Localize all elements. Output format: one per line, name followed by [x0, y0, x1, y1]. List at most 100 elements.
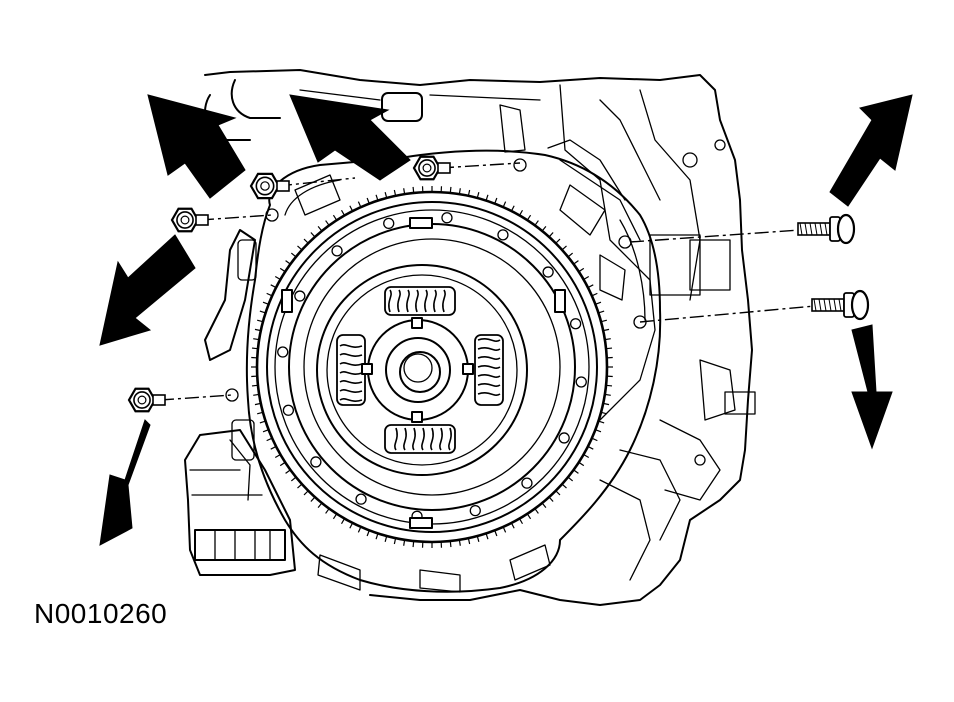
flywheel-hole	[558, 432, 570, 444]
gear-tooth	[518, 209, 524, 216]
gear-tooth	[340, 518, 346, 525]
gear-tooth	[253, 338, 260, 341]
gear-tooth	[285, 469, 291, 474]
gear-tooth	[357, 526, 362, 533]
gear-tooth	[297, 245, 303, 251]
gear-tooth	[467, 538, 471, 545]
gear-tooth	[257, 411, 264, 415]
gear-tooth	[262, 429, 269, 433]
gear-tooth	[325, 508, 330, 514]
gear-tooth	[598, 310, 605, 314]
gear-tooth	[476, 192, 480, 199]
gear-tooth	[555, 490, 561, 496]
gear-tooth	[605, 347, 613, 350]
flywheel-hole	[521, 477, 533, 489]
gear-tooth	[449, 540, 452, 548]
gear-tooth	[375, 533, 379, 540]
callout-arrows	[99, 94, 913, 546]
gear-tooth	[310, 232, 316, 238]
clutch-assembly	[281, 217, 576, 529]
gear-tooth	[285, 260, 291, 265]
bolt-centerlines	[159, 162, 816, 401]
gear-tooth	[510, 205, 515, 212]
gear-tooth	[578, 267, 585, 273]
bolt-lower-left	[127, 387, 166, 413]
gear-tooth	[573, 469, 579, 474]
flywheel-hole	[469, 504, 481, 517]
gear-tooth	[458, 539, 461, 546]
gear-tooth	[303, 490, 309, 496]
gear-tooth	[266, 292, 273, 297]
gear-tooth	[494, 530, 498, 537]
gear-tooth	[567, 252, 574, 258]
gear-tooth	[603, 328, 610, 332]
damper-spring	[474, 334, 504, 406]
gear-tooth	[349, 522, 354, 529]
gear-tooth	[548, 496, 554, 502]
gear-tooth	[270, 445, 277, 450]
bolt-upper-left	[249, 172, 290, 200]
gear-tooth	[595, 301, 602, 305]
gear-tooth	[251, 347, 259, 350]
gear-tooth	[502, 201, 507, 208]
flywheel-hole	[310, 456, 322, 468]
flywheel-hole	[383, 217, 395, 230]
gear-tooth	[403, 539, 406, 546]
bolts	[127, 155, 870, 413]
gear-tooth	[494, 197, 498, 204]
gear-tooth	[485, 194, 489, 201]
gear-tooth	[485, 533, 489, 540]
gear-tooth	[541, 502, 547, 509]
gear-tooth	[393, 189, 397, 196]
gear-tooth	[366, 197, 370, 204]
gear-tooth	[375, 194, 379, 201]
damper-spring	[336, 334, 366, 406]
gear-tooth	[518, 518, 524, 525]
gear-tooth	[591, 437, 598, 442]
gear-tooth	[510, 522, 515, 529]
gear-tooth	[297, 483, 303, 489]
gear-tooth	[583, 275, 590, 281]
gear-tooth	[274, 453, 281, 459]
gear-tooth	[259, 420, 266, 424]
bolt-left	[170, 207, 209, 233]
gear-tooth	[332, 214, 338, 221]
flywheel-hole	[355, 493, 367, 505]
gear-tooth	[600, 319, 607, 323]
gear-tooth	[279, 461, 286, 467]
gear-tooth	[561, 245, 567, 251]
gear-tooth	[534, 220, 539, 226]
gear-tooth	[595, 429, 602, 433]
damper-spring	[384, 424, 456, 454]
flywheel-hole	[294, 290, 306, 302]
gear-tooth	[251, 384, 259, 387]
gear-tooth	[412, 186, 415, 194]
flywheel-hole	[331, 245, 343, 257]
gear-tooth	[548, 232, 554, 238]
gear-tooth	[541, 225, 547, 232]
callout-arrow-6	[99, 419, 151, 546]
gear-tooth	[534, 508, 539, 514]
gear-tooth	[587, 284, 594, 289]
gear-tooth	[259, 310, 266, 314]
flywheel-hole	[575, 376, 587, 388]
gear-tooth	[393, 538, 397, 545]
callout-arrow-5	[851, 324, 893, 450]
figure-id-label: N0010260	[34, 598, 168, 629]
gear-tooth	[600, 411, 607, 415]
gear-tooth	[412, 540, 415, 548]
gear-tooth	[279, 267, 286, 273]
gear-tooth	[604, 393, 611, 396]
bolt-top-center	[412, 155, 451, 181]
gear-tooth	[605, 384, 613, 387]
gear-tooth	[253, 393, 260, 396]
gear-tooth	[349, 205, 354, 212]
gear-tooth	[254, 328, 261, 332]
gear-tooth	[587, 445, 594, 450]
gear-tooth	[332, 513, 338, 520]
gear-tooth	[458, 188, 461, 195]
gear-tooth	[357, 201, 362, 208]
gear-tooth	[266, 437, 273, 442]
gear-tooth	[384, 535, 388, 542]
